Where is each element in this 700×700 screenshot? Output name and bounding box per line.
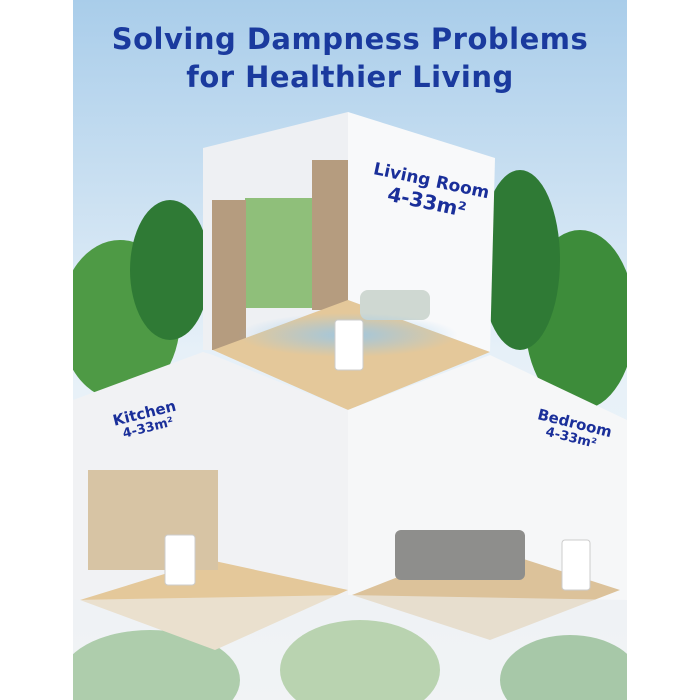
isometric-rooms-illustration — [73, 0, 627, 700]
window — [245, 198, 315, 308]
kitchen-cabinets — [88, 470, 218, 570]
curtain-left — [212, 200, 246, 350]
dehumidifier — [561, 539, 591, 591]
dehumidifier — [164, 534, 196, 586]
headline-line-2: for Healthier Living — [186, 60, 514, 94]
dehumidifier — [334, 319, 364, 371]
bed — [395, 530, 525, 580]
curtain-right — [312, 160, 348, 310]
headline-line-1: Solving Dampness Problems — [111, 22, 589, 56]
sofa — [360, 290, 430, 320]
